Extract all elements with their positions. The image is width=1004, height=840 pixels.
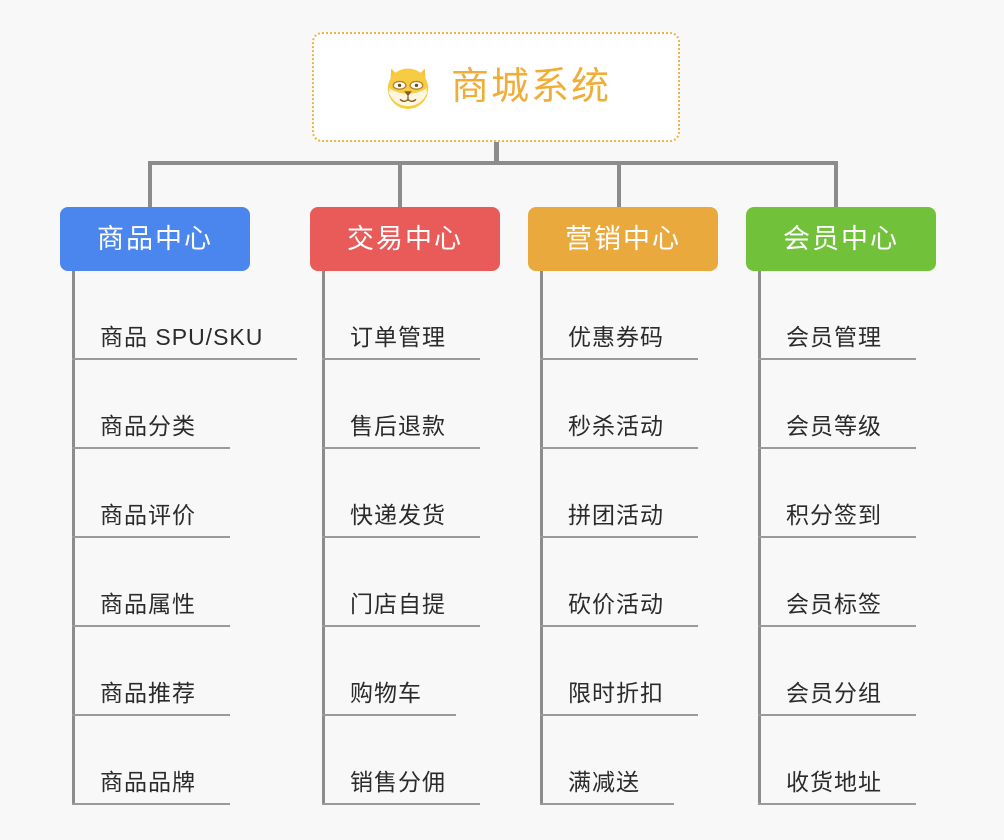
leaf-label: 销售分佣 — [322, 771, 480, 805]
leaf-item[interactable]: 购物车 — [322, 627, 500, 716]
connector-drop-1 — [148, 161, 152, 209]
leaf-item[interactable]: 优惠券码 — [540, 271, 718, 360]
leaf-label: 售后退款 — [322, 415, 480, 449]
leaf-label: 会员等级 — [758, 415, 916, 449]
leaf-item[interactable]: 收货地址 — [758, 716, 936, 805]
root-node[interactable]: 商城系统 — [312, 32, 680, 142]
leaf-label: 限时折扣 — [540, 682, 698, 716]
connector-drop-3 — [617, 161, 621, 209]
leaf-stack-2: 订单管理 售后退款 快递发货 门店自提 购物车 销售分佣 — [322, 271, 500, 805]
branch-column-1: 商品中心 商品 SPU/SKU 商品分类 商品评价 商品属性 商品推荐 商品品牌 — [60, 207, 298, 805]
leaf-label: 收货地址 — [758, 771, 916, 805]
leaf-item[interactable]: 限时折扣 — [540, 627, 718, 716]
leaf-label: 会员管理 — [758, 326, 916, 360]
leaf-item[interactable]: 门店自提 — [322, 538, 500, 627]
leaf-item[interactable]: 商品评价 — [72, 449, 250, 538]
category-label: 会员中心 — [783, 223, 899, 254]
leaf-stack-1: 商品 SPU/SKU 商品分类 商品评价 商品属性 商品推荐 商品品牌 — [72, 271, 298, 805]
leaf-item[interactable]: 商品属性 — [72, 538, 250, 627]
branch-spine — [72, 271, 75, 805]
branch-column-3: 营销中心 优惠券码 秒杀活动 拼团活动 砍价活动 限时折扣 满减送 — [528, 207, 718, 805]
leaf-label: 会员分组 — [758, 682, 916, 716]
leaf-label: 砍价活动 — [540, 593, 698, 627]
branch-spine — [758, 271, 761, 805]
leaf-item[interactable]: 满减送 — [540, 716, 718, 805]
leaf-label: 商品分类 — [72, 415, 230, 449]
leaf-item[interactable]: 会员等级 — [758, 360, 936, 449]
leaf-item[interactable]: 会员标签 — [758, 538, 936, 627]
leaf-label: 商品属性 — [72, 593, 230, 627]
branch-spine — [540, 271, 543, 805]
category-label: 商品中心 — [97, 223, 213, 254]
leaf-label: 满减送 — [540, 771, 674, 805]
category-label: 营销中心 — [565, 223, 681, 254]
leaf-label: 商品推荐 — [72, 682, 230, 716]
category-header-4[interactable]: 会员中心 — [746, 207, 936, 271]
leaf-label: 快递发货 — [322, 504, 480, 538]
leaf-item[interactable]: 会员分组 — [758, 627, 936, 716]
leaf-item[interactable]: 会员管理 — [758, 271, 936, 360]
leaf-label: 优惠券码 — [540, 326, 698, 360]
leaf-label: 订单管理 — [322, 326, 480, 360]
leaf-label: 会员标签 — [758, 593, 916, 627]
leaf-label: 拼团活动 — [540, 504, 698, 538]
connector-drop-2 — [398, 161, 402, 209]
leaf-label: 购物车 — [322, 682, 456, 716]
category-header-2[interactable]: 交易中心 — [310, 207, 500, 271]
category-header-3[interactable]: 营销中心 — [528, 207, 718, 271]
leaf-label: 秒杀活动 — [540, 415, 698, 449]
branch-spine — [322, 271, 325, 805]
leaf-item[interactable]: 商品推荐 — [72, 627, 250, 716]
leaf-label: 积分签到 — [758, 504, 916, 538]
leaf-label: 商品评价 — [72, 504, 230, 538]
leaf-item[interactable]: 拼团活动 — [540, 449, 718, 538]
leaf-item[interactable]: 积分签到 — [758, 449, 936, 538]
leaf-item[interactable]: 商品分类 — [72, 360, 250, 449]
leaf-item[interactable]: 砍价活动 — [540, 538, 718, 627]
branch-column-2: 交易中心 订单管理 售后退款 快递发货 门店自提 购物车 销售分佣 — [310, 207, 500, 805]
leaf-item[interactable]: 秒杀活动 — [540, 360, 718, 449]
connector-horizontal-bus — [150, 161, 838, 165]
leaf-label: 门店自提 — [322, 593, 480, 627]
leaf-stack-3: 优惠券码 秒杀活动 拼团活动 砍价活动 限时折扣 满减送 — [540, 271, 718, 805]
category-label: 交易中心 — [347, 223, 463, 254]
leaf-label: 商品 SPU/SKU — [72, 326, 298, 360]
leaf-stack-4: 会员管理 会员等级 积分签到 会员标签 会员分组 收货地址 — [758, 271, 936, 805]
leaf-item[interactable]: 商品 SPU/SKU — [72, 271, 298, 360]
connector-root-stem — [494, 142, 499, 165]
connector-drop-4 — [834, 161, 838, 209]
category-header-1[interactable]: 商品中心 — [60, 207, 250, 271]
leaf-item[interactable]: 销售分佣 — [322, 716, 500, 805]
shiba-dog-icon — [381, 60, 435, 114]
leaf-item[interactable]: 售后退款 — [322, 360, 500, 449]
leaf-item[interactable]: 快递发货 — [322, 449, 500, 538]
leaf-item[interactable]: 商品品牌 — [72, 716, 250, 805]
root-title: 商城系统 — [450, 66, 611, 108]
leaf-item[interactable]: 订单管理 — [322, 271, 500, 360]
branch-column-4: 会员中心 会员管理 会员等级 积分签到 会员标签 会员分组 收货地址 — [746, 207, 936, 805]
leaf-label: 商品品牌 — [72, 771, 230, 805]
